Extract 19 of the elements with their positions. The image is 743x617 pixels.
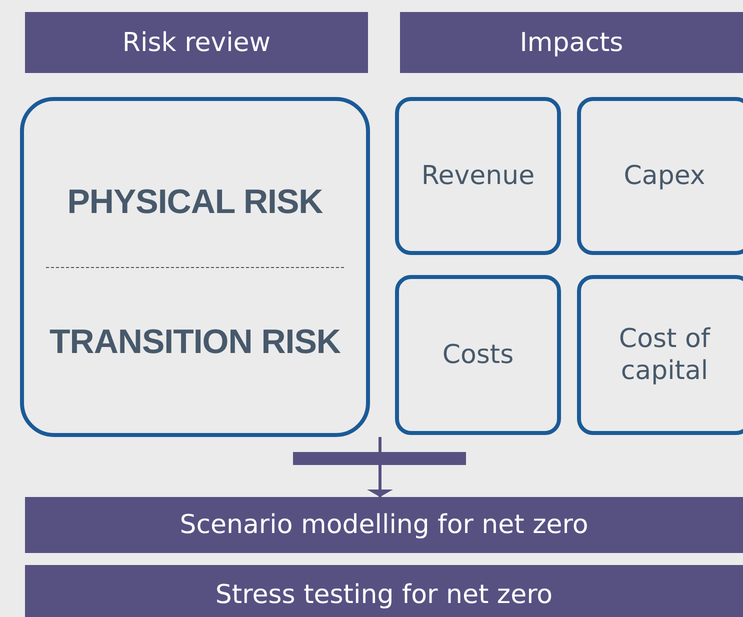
label: Costs (442, 338, 514, 372)
header-bar (400, 12, 743, 73)
label: Capex (624, 160, 706, 192)
label: Risk review (122, 28, 271, 58)
label: TRANSITION RISK (48, 322, 342, 363)
label: Scenario modelling for net zero (180, 510, 588, 540)
label: Cost of capital (618, 322, 712, 388)
impact-box (395, 275, 561, 435)
heading: PHYSICAL RISK (66, 182, 324, 223)
impact-box (577, 275, 743, 435)
impact-box (577, 97, 743, 255)
header-bar (25, 12, 368, 73)
label: Revenue (421, 160, 535, 192)
stress-testing-bar (25, 565, 743, 617)
risk-panel (20, 97, 370, 437)
label: Impacts (520, 28, 624, 58)
label: Stress testing for net zero (215, 580, 553, 610)
scenario-bar (25, 497, 743, 553)
impact-box (395, 97, 561, 255)
